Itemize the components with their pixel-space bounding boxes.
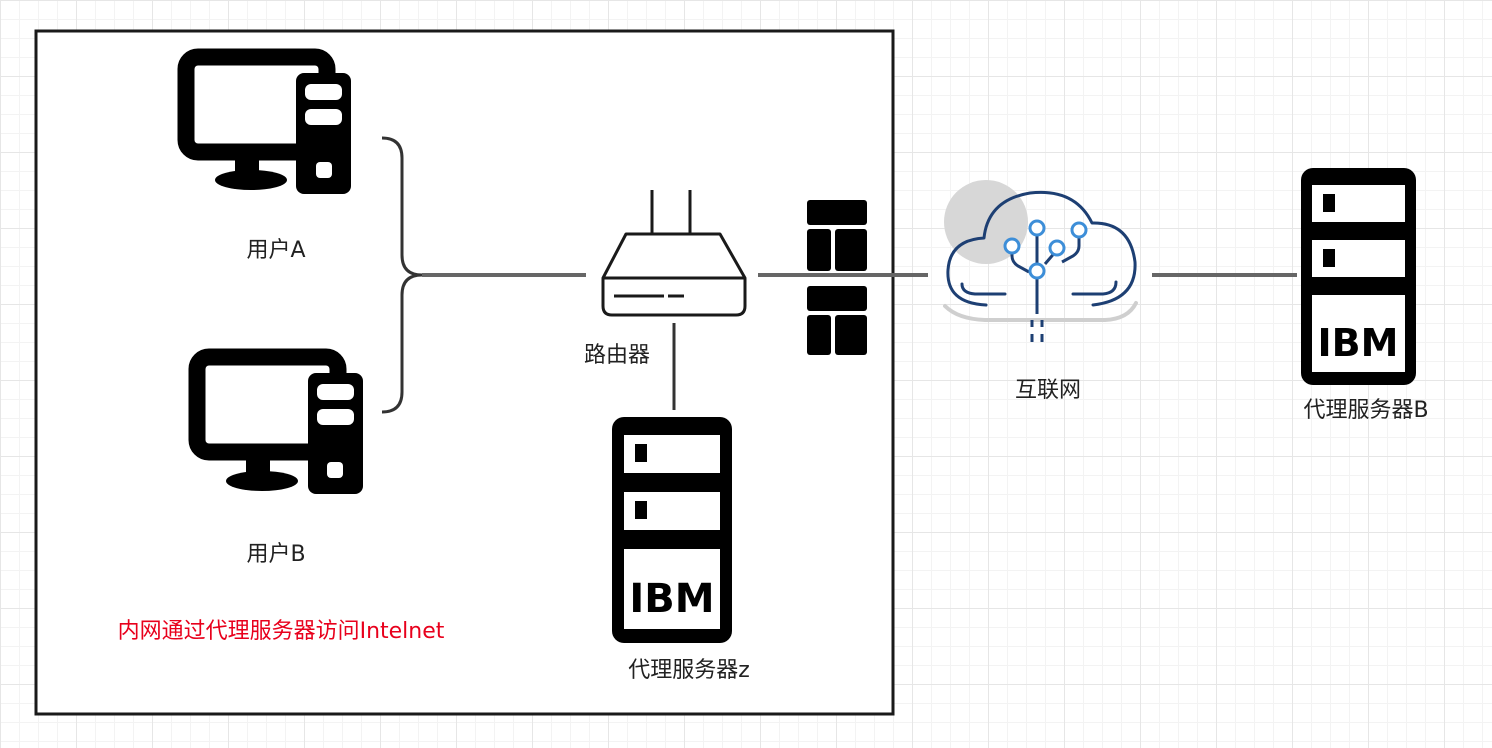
- lan-boundary: [34, 29, 895, 716]
- router-icon: [601, 190, 747, 317]
- router-label: 路由器: [583, 343, 651, 368]
- cloud-network-icon: [943, 180, 1138, 342]
- proxy-b-label: 代理服务器B: [1303, 398, 1429, 423]
- firewall-icon: [807, 200, 867, 355]
- proxy-z-label: 代理服务器z: [628, 658, 750, 683]
- desktop-computer-icon: [177, 48, 351, 194]
- desktop-computer-icon: [188, 348, 363, 494]
- ibm-server-icon: IBM: [612, 417, 732, 643]
- user-b-label: 用户B: [246, 542, 306, 567]
- network-note: 内网通过代理服务器访问Intelnet: [117, 619, 445, 644]
- server-brand-label: IBM: [629, 576, 714, 622]
- ibm-server-icon: IBM: [1301, 168, 1416, 385]
- server-brand-label: IBM: [1318, 321, 1399, 365]
- internet-label: 互联网: [1014, 378, 1082, 403]
- user-a-label: 用户A: [246, 238, 306, 263]
